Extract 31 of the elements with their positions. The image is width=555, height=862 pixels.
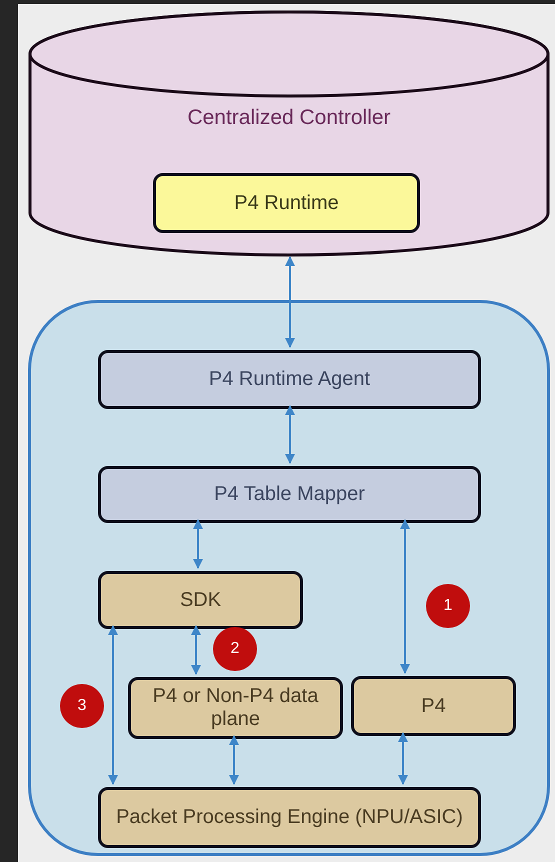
arrow (193, 519, 203, 569)
node-label: 2 (230, 640, 240, 658)
runtime-box (153, 173, 420, 233)
node-label: P4 Runtime (233, 192, 340, 214)
number-badge (426, 584, 470, 628)
number-badge (60, 684, 104, 728)
switch-container (28, 300, 550, 856)
node-label: P4 Table Mapper (213, 483, 366, 506)
process-box (98, 571, 303, 629)
node-label: SDK (178, 588, 222, 612)
node-label: 1 (442, 596, 454, 616)
arrow (400, 519, 410, 674)
arrow (191, 625, 201, 675)
arrow (108, 625, 118, 785)
node-label: P4 Runtime Agent (208, 368, 372, 391)
node-label: Packet Processing Engine (NPU/ASIC) (115, 806, 464, 829)
node-label: Centralized Controller (186, 106, 392, 130)
process-box (98, 466, 481, 523)
arrow (398, 732, 408, 785)
arrow (285, 256, 295, 348)
process-box (351, 676, 516, 736)
process-box (98, 787, 481, 848)
arrow (229, 735, 239, 785)
process-box (128, 677, 343, 739)
node-label: 3 (76, 696, 88, 716)
node-label: P4 or Non-P4 data plane (152, 685, 320, 731)
controller-cylinder (28, 10, 550, 257)
node-label: P4 (420, 694, 447, 718)
arrow (285, 405, 295, 464)
number-badge (213, 627, 257, 671)
process-box (98, 350, 481, 409)
